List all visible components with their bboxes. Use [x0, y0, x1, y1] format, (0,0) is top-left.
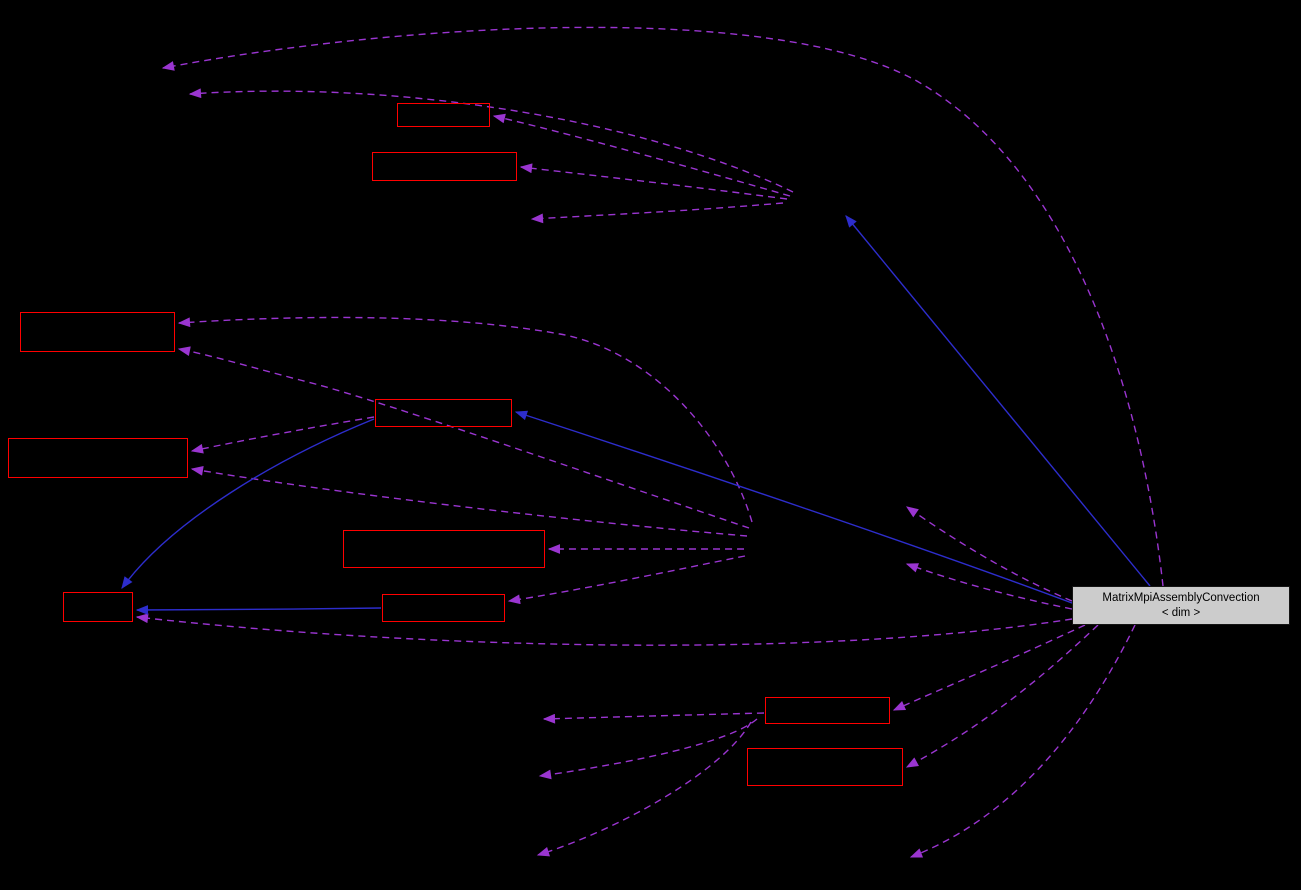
- class-node-4[interactable]: [375, 399, 512, 427]
- usage-edge-main-to-node7: [135, 613, 1073, 646]
- usage-edge-to-node2: [519, 163, 788, 200]
- inheritance-edge-main-to-node4: [514, 410, 1073, 604]
- class-node-2[interactable]: [372, 152, 517, 181]
- class-node-5[interactable]: [8, 438, 188, 478]
- usage-edge-to-node3-top: [177, 316, 753, 523]
- class-node-6[interactable]: [343, 530, 545, 568]
- usage-edge-node9-left-2: [538, 718, 758, 780]
- inheritance-edge-node8-to-node7: [135, 605, 382, 615]
- usage-edge-node9-left-1: [542, 712, 765, 724]
- usage-edge-node9-left-3: [536, 721, 752, 857]
- usage-edge-main-to-hidden-c: [905, 563, 1073, 610]
- main-class-label: MatrixMpiAssemblyConvection: [1102, 591, 1260, 604]
- usage-edge-to-node8: [507, 555, 746, 605]
- usage-edge-topleft-2: [188, 88, 794, 193]
- usage-edge-main-to-node9: [892, 624, 1086, 711]
- class-node-8[interactable]: [382, 594, 505, 622]
- usage-edge-main-to-hidden-b: [905, 506, 1073, 602]
- usage-edge-top-sweep: [161, 26, 1164, 587]
- usage-edge-to-node3-bottom: [177, 346, 750, 529]
- usage-edge-to-hidden-a: [530, 202, 784, 224]
- usage-edge-main-to-node10: [905, 624, 1099, 768]
- class-node-10[interactable]: [747, 748, 903, 786]
- usage-edge-node4-to-node5: [190, 416, 375, 454]
- class-node-1[interactable]: [397, 103, 490, 127]
- inheritance-edge-node4-to-node7: [121, 418, 375, 589]
- class-node-9[interactable]: [765, 697, 890, 724]
- inheritance-edge-main-to-hidden: [845, 215, 1151, 587]
- usage-edge-to-node5-bottom: [190, 466, 748, 537]
- main-class-node[interactable]: MatrixMpiAssemblyConvection < dim >: [1072, 586, 1290, 625]
- main-class-template-param: < dim >: [1161, 606, 1201, 619]
- class-node-7[interactable]: [63, 592, 133, 622]
- usage-edge-main-to-hidden-d: [909, 624, 1136, 858]
- class-node-3[interactable]: [20, 312, 175, 352]
- usage-edge-to-node1: [492, 113, 791, 197]
